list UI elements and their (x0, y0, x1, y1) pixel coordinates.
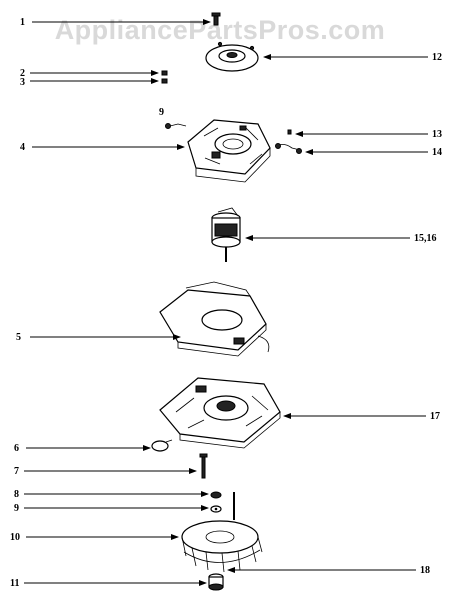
callout-17: 17 (430, 411, 440, 422)
callout-18: 18 (420, 565, 430, 576)
part-clip-left (165, 123, 187, 129)
callout-9: 9 (14, 503, 19, 514)
part-hub (208, 573, 224, 591)
part-base-plate (159, 281, 270, 357)
part-long-screw (199, 453, 208, 479)
callout-7: 7 (14, 466, 19, 477)
callout-12: 12 (432, 52, 442, 63)
callout-13: 13 (432, 129, 442, 140)
callout-14: 14 (432, 147, 442, 158)
part-nuts (161, 70, 168, 84)
callout-labels: 1 2 3 4 5 6 7 8 9 10 11 12 13 14 15,16 1… (10, 17, 442, 589)
leader-lines (24, 19, 428, 586)
callout-8: 8 (14, 489, 19, 500)
callout-2: 2 (20, 68, 25, 79)
callout-4: 4 (20, 142, 25, 153)
part-clip-right (275, 129, 302, 154)
callout-3: 3 (20, 77, 25, 88)
part-screw-top (211, 12, 221, 26)
callout-10: 10 (10, 532, 20, 543)
part-motor (211, 207, 241, 262)
part-motor-plate (205, 41, 259, 72)
part-fan (181, 492, 263, 573)
callout-15-16: 15,16 (414, 233, 437, 244)
part-lower-housing (159, 377, 281, 449)
callout-9-upper: 9 (159, 107, 164, 118)
part-ring (151, 439, 173, 452)
callout-6: 6 (14, 443, 19, 454)
part-washers (210, 491, 222, 513)
callout-1: 1 (20, 17, 25, 28)
callout-5: 5 (16, 332, 21, 343)
callout-11: 11 (10, 578, 19, 589)
part-upper-housing (187, 119, 271, 183)
